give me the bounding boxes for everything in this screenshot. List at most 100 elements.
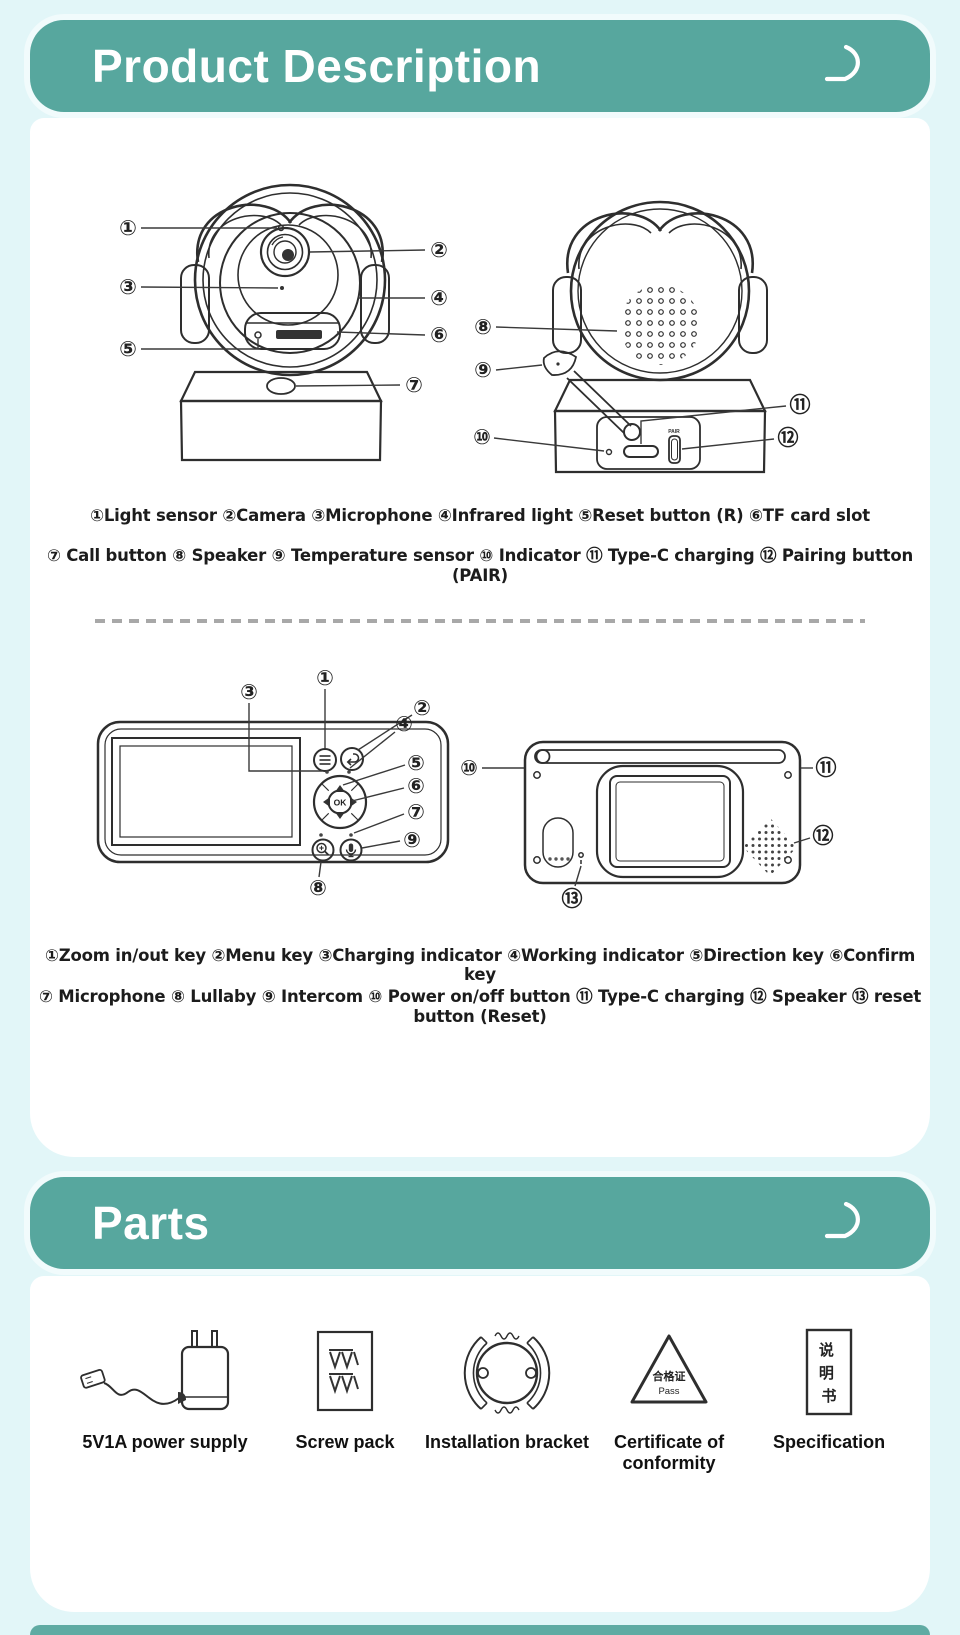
certificate-cn-text: 合格证 — [653, 1369, 686, 1383]
monitor-legend-line1: ①Zoom in/out key ②Menu key ③Charging ind… — [44, 946, 916, 984]
parts-banner: Parts — [30, 1177, 930, 1269]
parts-title: Parts — [92, 1197, 210, 1249]
callout-13: ⑬ — [562, 887, 583, 911]
parts-row: 5V1A power supply Screw pack — [65, 1314, 895, 1473]
callout-9: ⑨ — [403, 828, 421, 852]
callout-1: ① — [316, 666, 334, 690]
parts-card: 5V1A power supply Screw pack — [30, 1276, 930, 1612]
callout-5: ⑤ — [407, 751, 425, 775]
menu-button-icon — [313, 748, 337, 772]
camera-base-back: PAIR — [553, 378, 767, 474]
temperature-sensor-probe — [542, 350, 641, 441]
callout-7: ⑦ — [407, 800, 425, 824]
charging-indicator-led — [325, 770, 329, 774]
certificate-en-text: Pass — [659, 1386, 680, 1397]
working-indicator-led — [347, 770, 351, 774]
indicator-led — [605, 448, 613, 456]
callout-4: ④ — [395, 712, 413, 736]
camera-head — [193, 183, 387, 377]
camera-lens-icon — [259, 226, 311, 278]
infrared-face-ring — [219, 212, 361, 354]
svg-text:说 明 书: 说 明 书 — [819, 1341, 839, 1405]
callout-1: ① — [119, 216, 137, 240]
part-certificate: 合格证 Pass Certificate of conformity — [589, 1314, 749, 1473]
callout-10: ⑩ — [460, 756, 478, 780]
zoom-button-icon — [311, 838, 335, 862]
type-c-port — [623, 445, 659, 458]
speaker-holes — [620, 285, 700, 365]
callout-4: ④ — [430, 286, 448, 310]
callout-11: ⑪ — [816, 756, 837, 780]
part-power-supply: 5V1A power supply — [65, 1314, 265, 1473]
monitor-back-diagram: ⑩ ⑪ ⑫ ⑬ — [460, 740, 837, 911]
callout-3: ③ — [240, 680, 258, 704]
camera-legend-line1: ①Light sensor ②Camera ③Microphone ④Infra… — [90, 506, 870, 525]
curl-mark-icon — [824, 1201, 860, 1239]
callout-12: ⑫ — [778, 426, 799, 450]
callout-2: ② — [430, 238, 448, 262]
direction-pad: OK — [312, 774, 368, 830]
monitor-back-body — [523, 740, 802, 885]
screw-pack-icon — [316, 1330, 374, 1412]
camera-back-diagram: PAIR ⑧ ⑨ ⑩ ⑪ ⑫ — [473, 200, 811, 474]
ok-button-label: OK — [334, 798, 348, 808]
hanging-slot — [534, 749, 786, 764]
product-description-card: ① ② ③ ④ ⑤ ⑥ ⑦ — [30, 118, 930, 1157]
part-installation-bracket: Installation bracket — [425, 1314, 589, 1473]
camera-legend-line2: ⑦ Call button ⑧ Speaker ⑨ Temperature se… — [46, 546, 914, 585]
product-description-banner: Product Description — [30, 20, 930, 112]
callout-6: ⑥ — [430, 323, 448, 347]
specification-icon: 说 明 书 — [805, 1328, 853, 1416]
part-specification: 说 明 书 Specification — [749, 1314, 909, 1473]
monitor-screen — [111, 737, 301, 846]
next-section-banner-peek — [30, 1625, 930, 1635]
callout-9: ⑨ — [474, 358, 492, 382]
monitor-front-diagram: OK ① ③ ② ④ — [96, 666, 450, 900]
camera-front-diagram: ① ② ③ ④ ⑤ ⑥ ⑦ — [119, 183, 448, 462]
pair-button — [668, 435, 681, 464]
monitor-body — [96, 720, 450, 864]
callout-2: ② — [413, 696, 431, 720]
part-label: Screw pack — [295, 1432, 395, 1452]
tf-card-slot — [276, 330, 322, 339]
callout-8: ⑧ — [474, 315, 492, 339]
section-divider — [95, 619, 865, 623]
part-label: Installation bracket — [425, 1432, 590, 1452]
camera-ear-icon — [657, 212, 754, 274]
curl-mark-icon — [824, 44, 860, 82]
light-sensor-dot — [277, 224, 285, 232]
callout-7: ⑦ — [405, 373, 423, 397]
call-button-icon — [266, 377, 296, 395]
spec-char-1: 说 — [819, 1341, 834, 1359]
installation-bracket-icon — [463, 1332, 551, 1414]
screw-hole — [533, 856, 541, 864]
callout-12: ⑫ — [813, 824, 834, 848]
return-button-icon — [340, 747, 364, 771]
intercom-mic-button-icon — [339, 838, 363, 862]
part-label: 5V1A power supply — [82, 1432, 248, 1452]
camera-ear-icon — [566, 212, 663, 274]
callout-6: ⑥ — [407, 774, 425, 798]
page-title: Product Description — [92, 40, 542, 92]
battery-pill — [542, 817, 574, 868]
reset-hole — [254, 331, 262, 339]
callout-11: ⑪ — [790, 393, 811, 417]
certificate-icon: 合格证 Pass — [630, 1334, 708, 1404]
microphone-hole — [280, 286, 284, 290]
stand-recess — [595, 764, 745, 879]
callout-10: ⑩ — [473, 425, 491, 449]
power-supply-icon — [80, 1330, 230, 1411]
part-screw-pack: Screw pack — [265, 1314, 425, 1473]
callout-3: ③ — [119, 275, 137, 299]
screw-hole — [784, 771, 792, 779]
part-label: Certificate of conformity — [614, 1432, 725, 1473]
reset-hole — [578, 852, 584, 858]
callout-8: ⑧ — [309, 876, 327, 900]
monitor-legend-line2: ⑦ Microphone ⑧ Lullaby ⑨ Intercom ⑩ Powe… — [38, 987, 922, 1026]
speaker-grille — [743, 818, 797, 876]
spec-char-2: 明 — [819, 1364, 834, 1382]
screw-hole — [533, 771, 541, 779]
microphone-hole — [349, 833, 353, 837]
camera-base — [179, 370, 383, 462]
spec-char-3: 书 — [822, 1387, 837, 1405]
